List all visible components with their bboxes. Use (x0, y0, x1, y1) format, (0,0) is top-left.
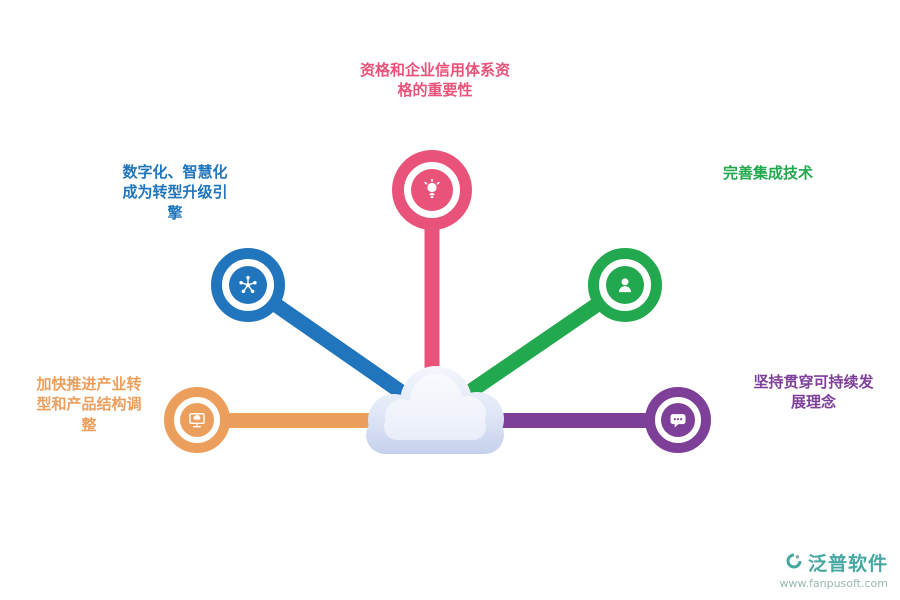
chat-icon (661, 403, 695, 437)
node-left (164, 387, 230, 453)
person-icon (606, 266, 644, 304)
cloud-icon (340, 356, 530, 470)
label-upper-left: 数字化、智慧化 成为转型升级引 擎 (122, 163, 228, 222)
watermark-brand: 泛普软件 (807, 553, 888, 575)
node-top (392, 150, 472, 230)
node-upper-right (588, 248, 662, 322)
label-top: 资格和企业信用体系资 格的重要性 (359, 61, 510, 100)
fanpu-logo-icon (785, 552, 803, 574)
label-right: 坚持贯穿可持续发 展理念 (753, 373, 874, 412)
label-upper-right: 完善集成技术 (722, 164, 813, 182)
node-upper-left (211, 248, 285, 322)
lightbulb-icon (411, 169, 453, 211)
node-right (645, 387, 711, 453)
monitor-icon (180, 403, 214, 437)
network-icon (229, 266, 267, 304)
label-left: 加快推进产业转 型和产品结构调 整 (36, 375, 142, 434)
watermark: 泛普软件 www.fanpusoft.com (780, 549, 888, 590)
watermark-url: www.fanpusoft.com (779, 577, 888, 590)
